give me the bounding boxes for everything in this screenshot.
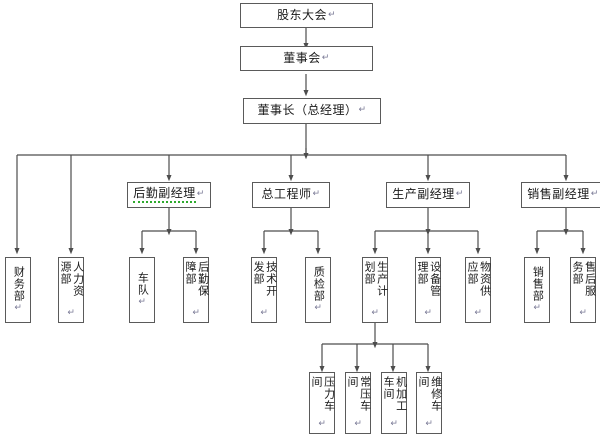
node-shareholders-label: 股东大会 <box>276 7 327 22</box>
node-pressure-workshop[interactable]: 压力车间 ↵ <box>309 372 336 434</box>
node-machining-workshop[interactable]: 机加工车间 ↵ <box>381 372 408 434</box>
node-chairman-label: 董事长（总经理） <box>257 103 358 118</box>
node-logistics-manager[interactable]: 后勤副经理↵ <box>127 182 211 208</box>
pilcrow-mark: ↵ <box>423 308 434 319</box>
node-sales-manager[interactable]: 销售副经理↵ <box>521 182 600 208</box>
pilcrow-mark: ↵ <box>578 308 589 319</box>
node-hr-department[interactable]: 人力资源部 ↵ <box>58 257 85 323</box>
node-production-planning-department-label: 生产计划部 <box>363 261 389 297</box>
pilcrow-mark: ↵ <box>317 419 328 430</box>
node-board[interactable]: 董事会↵ <box>240 46 373 71</box>
pilcrow-mark: ↵ <box>424 419 435 430</box>
node-atmospheric-workshop-label: 常压车间 <box>346 376 372 412</box>
node-materials-supply-department[interactable]: 物资供应部 ↵ <box>465 257 492 323</box>
node-quality-inspection-department[interactable]: 质检部↵ <box>305 257 331 323</box>
node-fleet-team[interactable]: 车队↵ <box>129 257 155 323</box>
node-tech-development-department[interactable]: 技术开发部 ↵ <box>251 257 278 323</box>
pilcrow-mark: ↵ <box>312 189 321 200</box>
pilcrow-mark: ↵ <box>137 297 148 308</box>
pilcrow-mark: ↵ <box>259 308 270 319</box>
node-hr-department-label: 人力资源部 <box>59 261 85 297</box>
pilcrow-mark: ↵ <box>66 308 77 319</box>
node-quality-inspection-department-label: 质检部 <box>312 266 326 302</box>
node-sales-department[interactable]: 销售部↵ <box>524 257 550 323</box>
node-logistics-support-department[interactable]: 后勤保障部 ↵ <box>183 257 210 323</box>
pilcrow-mark: ↵ <box>389 419 400 430</box>
pilcrow-mark: ↵ <box>353 419 364 430</box>
node-logistics-manager-label: 后勤副经理 <box>133 187 196 203</box>
node-shareholders[interactable]: 股东大会↵ <box>240 3 373 28</box>
pilcrow-mark: ↵ <box>590 189 599 200</box>
node-chairman[interactable]: 董事长（总经理）↵ <box>243 98 381 124</box>
node-finance-department-label: 财务部 <box>12 266 26 302</box>
node-maintenance-workshop[interactable]: 维修车间 ↵ <box>416 372 443 434</box>
node-fleet-team-label: 车队 <box>136 272 150 296</box>
node-finance-department[interactable]: 财务部↵ <box>5 257 31 323</box>
pilcrow-mark: ↵ <box>13 303 24 314</box>
node-after-sales-service-department-label: 售后服务部 <box>571 261 597 297</box>
pilcrow-mark: ↵ <box>321 52 330 63</box>
node-production-manager-label: 生产副经理 <box>392 187 455 202</box>
node-maintenance-workshop-label: 维修车间 <box>417 376 443 412</box>
node-materials-supply-department-label: 物资供应部 <box>466 261 492 297</box>
pilcrow-mark: ↵ <box>191 308 202 319</box>
node-atmospheric-workshop[interactable]: 常压车间 ↵ <box>345 372 372 434</box>
pilcrow-mark: ↵ <box>196 189 205 200</box>
node-equipment-management-department[interactable]: 设备管理部 ↵ <box>415 257 442 323</box>
node-chief-engineer-label: 总工程师 <box>261 187 312 202</box>
pilcrow-mark: ↵ <box>313 303 324 314</box>
pilcrow-mark: ↵ <box>455 189 464 200</box>
node-board-label: 董事会 <box>283 50 321 65</box>
node-logistics-support-department-label: 后勤保障部 <box>184 261 210 297</box>
pilcrow-mark: ↵ <box>532 303 543 314</box>
node-tech-development-department-label: 技术开发部 <box>252 261 278 297</box>
pilcrow-mark: ↵ <box>327 9 337 20</box>
node-pressure-workshop-label: 压力车间 <box>310 376 336 412</box>
node-sales-department-label: 销售部 <box>531 266 545 302</box>
node-machining-workshop-label: 机加工车间 <box>382 376 408 412</box>
node-after-sales-service-department[interactable]: 售后服务部 ↵ <box>570 257 597 323</box>
pilcrow-mark: ↵ <box>473 308 484 319</box>
node-production-manager[interactable]: 生产副经理↵ <box>386 182 470 208</box>
node-sales-manager-label: 销售副经理 <box>527 187 590 202</box>
pilcrow-mark: ↵ <box>370 308 381 319</box>
node-chief-engineer[interactable]: 总工程师↵ <box>252 182 330 208</box>
pilcrow-mark: ↵ <box>358 105 367 116</box>
node-production-planning-department[interactable]: 生产计划部 ↵ <box>362 257 389 323</box>
node-equipment-management-department-label: 设备管理部 <box>416 261 442 297</box>
